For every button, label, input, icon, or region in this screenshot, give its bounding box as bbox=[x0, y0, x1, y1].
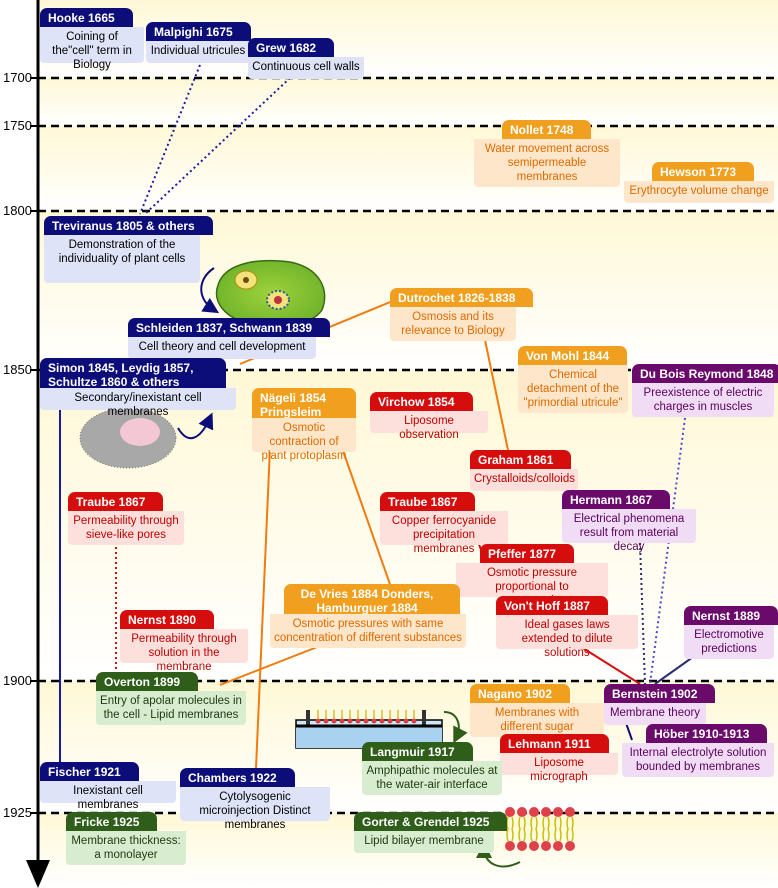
event-title: Von Mohl 1844 bbox=[518, 346, 628, 365]
event-title: Grew 1682 bbox=[248, 38, 335, 57]
lipid-bilayer-icon bbox=[505, 807, 575, 851]
event-title: Overton 1899 bbox=[96, 672, 199, 691]
year-label-1800: 1800 bbox=[3, 203, 32, 218]
event-title: Nernst 1889 bbox=[684, 606, 778, 625]
event-title: Virchow 1854 bbox=[370, 392, 473, 411]
event-title: Gorter & Grendel 1925 bbox=[354, 812, 508, 831]
curved-arrow-icon bbox=[177, 412, 214, 440]
event-title: Treviranus 1805 & others bbox=[44, 216, 213, 235]
event-description: Permeability through sieve-like pores bbox=[68, 511, 184, 545]
event-description: Osmotic pressures with same concentratio… bbox=[270, 614, 466, 648]
event-description: Copper ferrocyanide precipitation membra… bbox=[380, 511, 508, 555]
event-title: Hooke 1665 bbox=[40, 8, 133, 27]
event-title: Du Bois Reymond 1848 bbox=[632, 364, 778, 383]
event-description: Lipid bilayer membrane bbox=[354, 831, 494, 853]
event-title: Traube 1867 bbox=[68, 492, 164, 511]
event-description: Inexistant cell membranes bbox=[40, 781, 176, 811]
event-title: Langmuir 1917 bbox=[362, 742, 473, 761]
event-title: Bernstein 1902 bbox=[604, 684, 716, 703]
event-title: Simon 1845, Leydig 1857, Schultze 1860 &… bbox=[40, 358, 226, 391]
event-title: Nernst 1890 bbox=[120, 610, 215, 629]
event-description: Membrane theory bbox=[604, 703, 706, 725]
year-label-1750: 1750 bbox=[3, 118, 32, 133]
event-title: De Vries 1884 Donders, Hamburguer 1884 bbox=[284, 584, 460, 617]
event-description: Osmotic contraction of plant protoplasm bbox=[252, 418, 356, 462]
event-title: Fricke 1925 bbox=[66, 812, 158, 831]
event-description: Membranes with different sugar permeabil… bbox=[470, 703, 604, 747]
event-description: Electromotive predictions bbox=[684, 625, 774, 659]
event-title: Hewson 1773 bbox=[652, 162, 755, 181]
event-title: Schleiden 1837, Schwann 1839 bbox=[128, 318, 331, 337]
year-label-1900: 1900 bbox=[3, 673, 32, 688]
event-description: Cell theory and cell development bbox=[128, 337, 316, 359]
event-title: Graham 1861 bbox=[470, 450, 572, 469]
event-title: Pfeffer 1877 bbox=[480, 544, 575, 563]
event-title: Dutrochet 1826-1838 bbox=[390, 288, 534, 307]
event-title: Chambers 1922 bbox=[180, 768, 295, 787]
year-label-1925: 1925 bbox=[3, 805, 32, 820]
event-title: Lehmann 1911 bbox=[500, 734, 609, 753]
event-description: Chemical detachment of the "primordial u… bbox=[518, 365, 628, 413]
event-description: Demonstration of the individuality of pl… bbox=[44, 235, 200, 283]
event-description: Liposome observation bbox=[370, 411, 488, 441]
event-description: Individual utricules bbox=[146, 41, 250, 63]
event-title: Traube 1867 bbox=[380, 492, 476, 511]
event-description: Permeability through solution in the mem… bbox=[120, 629, 248, 673]
event-title: Von't Hoff 1887 bbox=[496, 596, 608, 615]
event-title: Fischer 1921 bbox=[40, 762, 139, 781]
event-description: Crystalloids/colloids bbox=[470, 469, 578, 491]
event-description: Ideal gases laws extended to dilute solu… bbox=[496, 615, 638, 659]
year-label-1850: 1850 bbox=[3, 362, 32, 377]
event-description: Osmotic pressure proportional to concent… bbox=[456, 563, 608, 607]
event-description: Osmosis and its relevance to Biology bbox=[390, 307, 516, 341]
year-label-1700: 1700 bbox=[3, 70, 32, 85]
event-description: Entry of apolar molecules in the cell - … bbox=[96, 691, 246, 725]
event-description: Liposome micrograph bbox=[500, 753, 618, 783]
event-description: Membrane thickness: a monolayer bbox=[66, 831, 186, 865]
event-description: Electrical phenomena result from materia… bbox=[562, 509, 696, 553]
time-axis-arrow bbox=[26, 860, 50, 888]
event-description: Amphipathic molecules at the water-air i… bbox=[362, 761, 502, 795]
event-description: Erythrocyte volume change bbox=[624, 181, 774, 203]
event-description: Coining of the"cell" term in Biology bbox=[40, 27, 144, 71]
event-title: Hermann 1867 bbox=[562, 490, 671, 509]
event-title: Höber 1910-1913 bbox=[646, 724, 768, 743]
event-title: Nollet 1748 bbox=[502, 120, 592, 139]
event-description: Internal electrolyte solution bounded by… bbox=[622, 743, 774, 777]
event-description: Preexistence of electric charges in musc… bbox=[632, 383, 774, 417]
event-description: Secondary/inexistant cell membranes bbox=[40, 388, 236, 418]
cell-diagram-icon bbox=[215, 259, 326, 328]
event-title: Nagano 1902 bbox=[470, 684, 571, 703]
cell-micrograph-icon bbox=[79, 407, 177, 469]
curved-arrow-icon bbox=[200, 267, 220, 314]
event-description: Cytolysogenic microinjection Distinct me… bbox=[180, 787, 330, 831]
event-description: Water movement across semipermeable memb… bbox=[474, 139, 620, 187]
event-description: Continuous cell walls bbox=[248, 57, 364, 79]
event-title: Malpighi 1675 bbox=[146, 22, 251, 41]
